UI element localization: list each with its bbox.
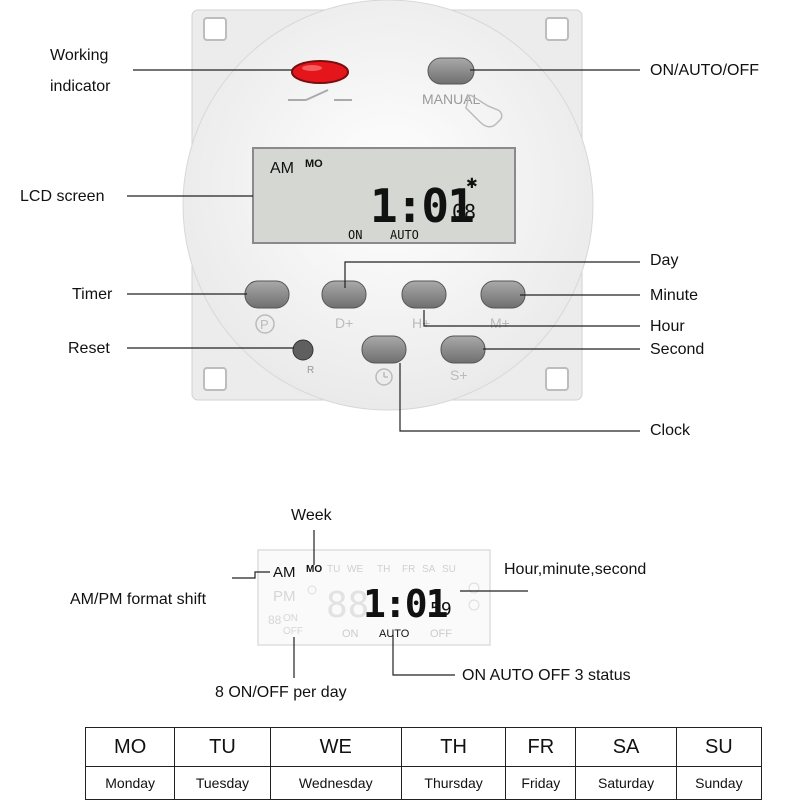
weekday-full: Tuesday [174,766,271,800]
second-button-label: S+ [450,367,468,383]
lcd-ampm: AM [270,160,294,177]
svg-text:OFF: OFF [283,626,303,637]
svg-text:SA: SA [422,564,436,575]
lcd-time: 1:01 [370,179,473,233]
svg-text:WE: WE [347,564,363,575]
working-led [291,60,349,84]
weekday-full-row: Monday Tuesday Wednesday Thursday Friday… [84,766,763,800]
annotation-week: Week [291,507,332,524]
label-lcd-screen: LCD screen [20,188,105,205]
lcd-detail-frame [257,549,491,646]
timer-device: MANUAL AM MO 1:01 08 ✱ ON AUTO P D+ H+ M… [127,0,640,432]
manual-label: MANUAL [422,91,481,107]
detail-seconds: 59 [430,599,452,620]
weekday-abbr: SU [675,727,763,767]
label-on-auto-off: ON/AUTO/OFF [650,62,760,79]
weekday-abbr: TH [400,727,507,767]
label-reset: Reset [68,340,110,357]
svg-text:ON: ON [283,613,298,624]
annotation-ampm-shift: AM/PM format shift [70,591,207,608]
weekday-abbr: TU [174,727,271,767]
weekday-full: Friday [505,766,577,800]
day-button-label: D+ [335,315,353,331]
lcd-seconds: 08 [452,200,476,224]
weekday-abbr: MO [84,727,176,767]
leader-lines [127,69,640,432]
svg-text:88: 88 [268,613,282,627]
detail-pm: PM [273,588,296,605]
mounting-holes [203,17,569,391]
reset-button[interactable] [292,339,314,361]
lcd-weekday: MO [305,158,323,170]
weekday-abbr: WE [269,727,402,767]
detail-weekday-active: MO [306,564,322,575]
clock-button[interactable] [361,335,407,364]
lcd-on: ON [348,228,362,242]
detail-leader-lines [232,530,528,678]
minute-button[interactable] [480,280,526,309]
detail-weekdays-dim: TU WE TH FR SA SU [327,564,456,575]
lcd-screen [252,147,516,244]
weekday-full: Sunday [675,766,763,800]
detail-ghost-icon-right2 [468,599,480,611]
day-button[interactable] [321,280,367,309]
hour-button-label: H+ [412,315,430,331]
weekday-table: MO TU WE TH FR SA SU Monday Tuesday Wedn… [84,727,763,800]
weekday-full: Wednesday [269,766,402,800]
detail-status-auto: AUTO [379,628,410,640]
label-second: Second [650,341,705,358]
minute-button-label: M+ [490,315,510,331]
weekday-abbr-row: MO TU WE TH FR SA SU [84,727,763,767]
detail-status-off: OFF [430,628,452,640]
annotation-status3: ON AUTO OFF 3 status [462,667,631,684]
timer-button[interactable] [244,280,290,309]
manual-button[interactable] [427,57,475,85]
reset-label: R [307,365,314,376]
detail-ghost-onoff: 88 ON OFF [268,613,303,637]
lcd-auto: AUTO [390,228,419,242]
weekday-abbr: SA [575,727,677,767]
detail-ghost-icon-left [307,585,317,595]
svg-text:TU: TU [327,564,340,575]
sun-icon: ✱ [466,175,478,191]
detail-time: 1:01 [363,582,448,626]
weekday-full: Saturday [575,766,677,800]
hour-button[interactable] [401,280,447,309]
switch-symbol [288,89,352,101]
svg-text:FR: FR [402,564,415,575]
svg-text:SU: SU [442,564,456,575]
lcd-detail-diagram: AM PM MO TU WE TH FR SA SU 88 1:01 59 88… [232,530,528,678]
label-minute: Minute [650,287,699,304]
label-timer: Timer [72,286,113,303]
second-button[interactable] [440,335,486,364]
detail-am: AM [273,564,296,581]
clock-icon [375,368,393,386]
pointing-hand-icon [465,94,503,128]
detail-ghost-icon-right [468,582,480,594]
svg-text:TH: TH [377,564,390,575]
detail-ghost-digits: 88 [326,585,369,626]
label-hour: Hour [650,318,685,335]
timer-icon: P [260,317,269,332]
weekday-full: Monday [84,766,176,800]
weekday-full: Thursday [400,766,507,800]
label-day: Day [650,252,679,269]
annotation-per-day: 8 ON/OFF per day [215,684,347,701]
detail-status-on: ON [342,628,359,640]
label-working-indicator: Working indicator [50,47,111,96]
weekday-abbr: FR [505,727,577,767]
annotation-hms: Hour,minute,second [504,561,647,578]
label-clock: Clock [650,422,691,439]
